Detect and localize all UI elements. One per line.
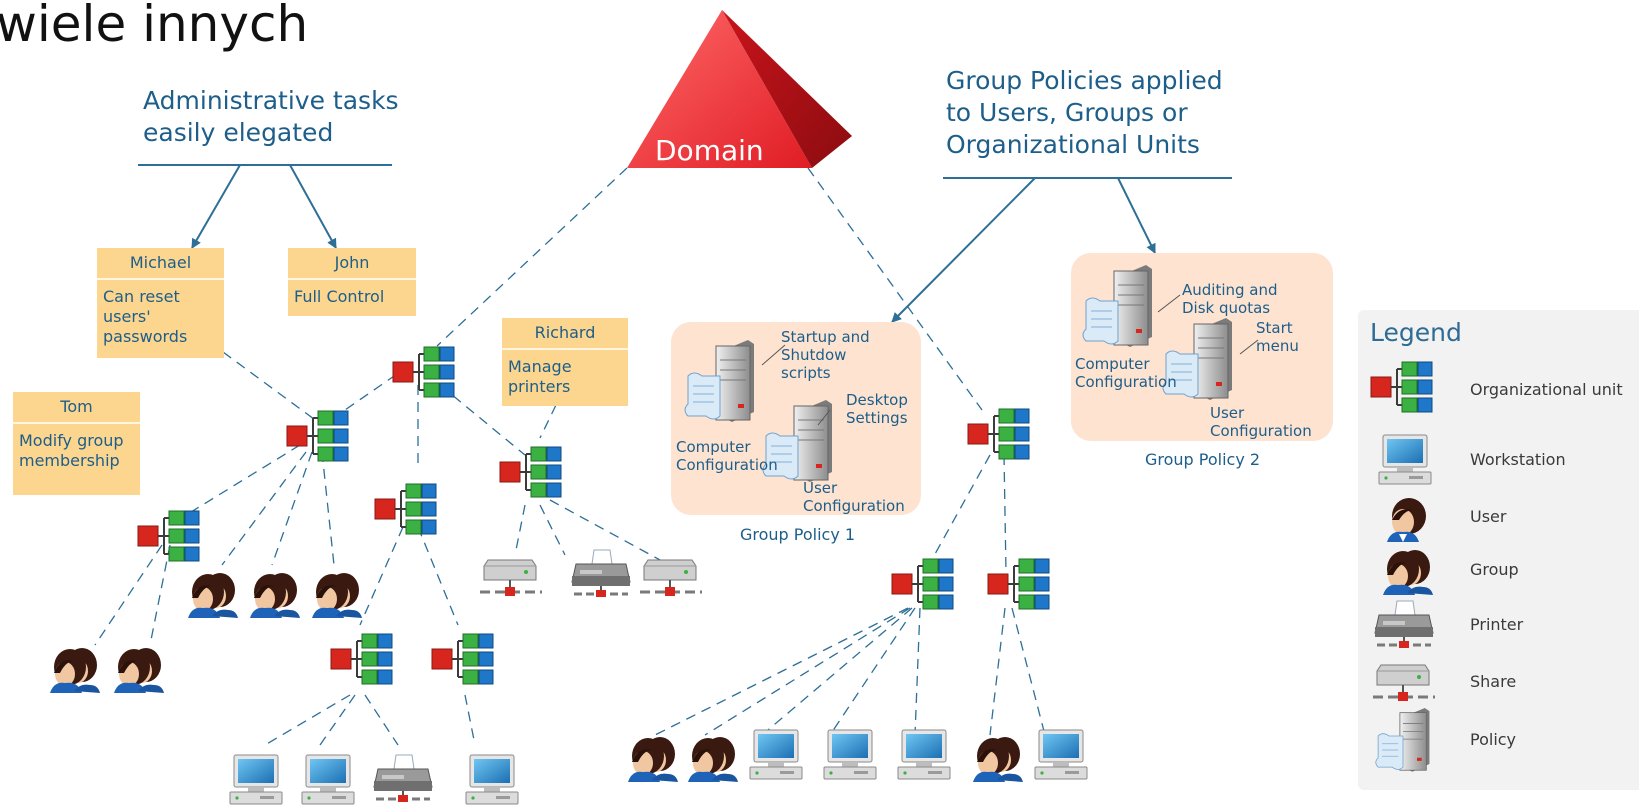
- legend-label-user: User: [1470, 507, 1507, 526]
- legend-label-workstation: Workstation: [1470, 450, 1566, 469]
- gp1-desktop-label: Desktop Settings: [846, 391, 908, 427]
- page-title: wiele innych: [0, 0, 309, 53]
- gp2-user-label: User Configuration: [1210, 404, 1312, 440]
- gp2-computer-label: Computer Configuration: [1075, 355, 1177, 391]
- organizational-unit-icon: [891, 558, 954, 610]
- group-icon: [688, 737, 738, 782]
- printer-icon: [570, 548, 632, 599]
- organizational-unit-icon: [374, 483, 437, 535]
- admin-box-john: John Full Control: [288, 248, 416, 316]
- organizational-unit-icon: [499, 446, 562, 498]
- legend-label-organizational-unit: Organizational unit: [1470, 380, 1623, 399]
- policy-icon: [1375, 708, 1430, 773]
- admin-name: Michael: [97, 248, 224, 280]
- organizational-unit-icon: [987, 558, 1050, 610]
- hierarchy-connectors: [94, 167, 1046, 746]
- organizational-unit-icon: [137, 510, 200, 562]
- group-policy-2-caption: Group Policy 2: [1145, 450, 1261, 469]
- admin-box-richard: Richard Manage printers: [502, 318, 628, 406]
- legend-label-policy: Policy: [1470, 730, 1517, 749]
- group-icon: [114, 648, 164, 693]
- organizational-unit-icon: [967, 408, 1030, 460]
- organizational-unit-icon: [392, 346, 455, 398]
- admin-name: Tom: [13, 392, 140, 424]
- workstation-icon: [1034, 729, 1088, 780]
- workstation-icon: [1378, 434, 1432, 485]
- admin-tasks-heading: Administrative tasks easily elegated: [143, 86, 399, 147]
- admin-box-tom: Tom Modify group membership: [13, 392, 140, 495]
- group-icon: [312, 573, 362, 618]
- share-icon: [478, 558, 544, 598]
- admin-name: Richard: [502, 318, 628, 350]
- organizational-unit-icon: [330, 633, 393, 685]
- workstation-icon: [823, 729, 877, 780]
- admin-task: Manage printers: [508, 357, 572, 396]
- admin-name: John: [288, 248, 416, 280]
- workstation-icon: [465, 754, 519, 805]
- group-policy-1-caption: Group Policy 1: [740, 525, 856, 544]
- gp2-start-menu-label: Start menu: [1256, 319, 1299, 355]
- workstation-icon: [749, 729, 803, 780]
- legend-title: Legend: [1370, 318, 1462, 347]
- admin-box-michael: Michael Can reset users' passwords: [97, 248, 224, 358]
- heading-arrows: [138, 164, 1232, 323]
- group-icon: [973, 737, 1023, 782]
- workstation-icon: [897, 729, 951, 780]
- admin-task: Full Control: [294, 287, 385, 306]
- organizational-unit-icon: [1370, 361, 1433, 413]
- share-icon: [638, 558, 704, 598]
- domain-label: Domain: [655, 134, 764, 167]
- group-icon: [250, 573, 300, 618]
- legend-label-printer: Printer: [1470, 615, 1524, 634]
- workstation-icon: [301, 754, 355, 805]
- organizational-unit-icon: [431, 633, 494, 685]
- printer-icon: [372, 753, 434, 804]
- legend-label-group: Group: [1470, 560, 1519, 579]
- group-icon: [50, 648, 100, 693]
- legend-label-share: Share: [1470, 672, 1517, 691]
- legend-panel: Legend Organizational unit Workstation U…: [1358, 310, 1639, 790]
- domain-pyramid: [627, 10, 852, 168]
- organizational-unit-icon: [286, 410, 349, 462]
- gp1-computer-label: Computer Configuration: [676, 438, 778, 474]
- gp1-startup-label: Startup and Shutdow scripts: [781, 328, 870, 382]
- group-icon: [628, 737, 678, 782]
- admin-task: Can reset users' passwords: [103, 287, 188, 346]
- user-icon: [1387, 498, 1426, 542]
- group-policies-heading: Group Policies applied to Users, Groups …: [946, 66, 1223, 159]
- printer-icon: [1373, 600, 1435, 650]
- admin-task: Modify group membership: [19, 431, 124, 470]
- gp2-auditing-label: Auditing and Disk quotas: [1182, 281, 1278, 317]
- workstation-icon: [229, 754, 283, 805]
- group-icon: [1383, 550, 1433, 595]
- gp1-user-label: User Configuration: [803, 479, 905, 515]
- share-icon: [1372, 663, 1436, 703]
- group-icon: [188, 573, 238, 618]
